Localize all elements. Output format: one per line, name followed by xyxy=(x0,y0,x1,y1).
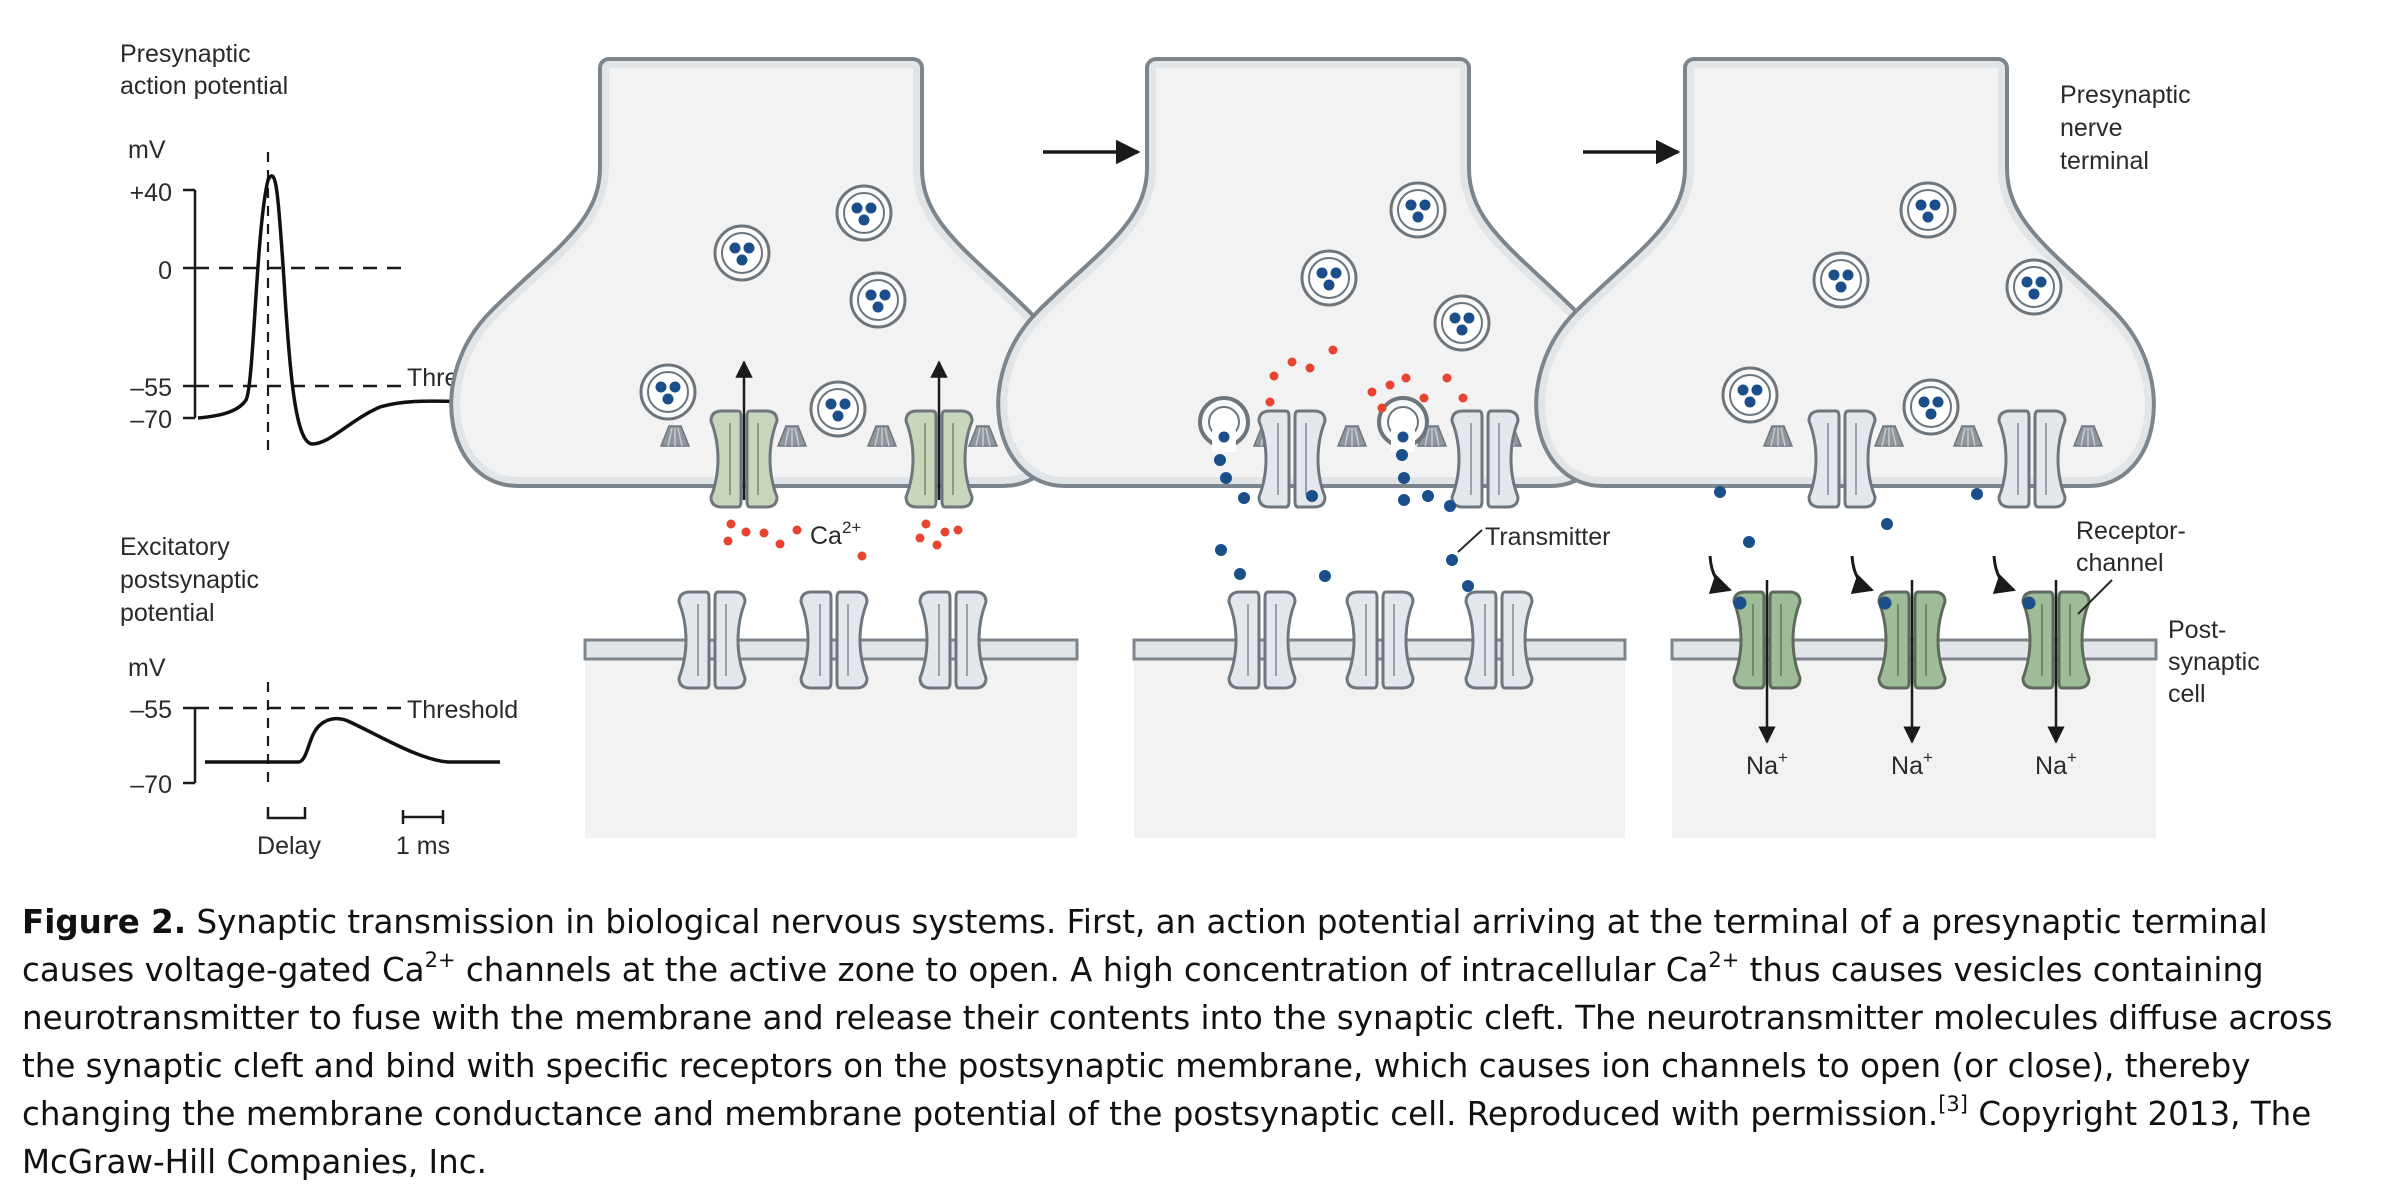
ap-axis xyxy=(183,188,197,420)
ap-tick-label: 0 xyxy=(158,257,172,285)
sodium-label: Na+ xyxy=(1746,748,1788,780)
binding-arrows xyxy=(1708,555,2016,594)
transmitter-molecules xyxy=(1214,449,1474,592)
postsynaptic-cell-label-line2: synaptic xyxy=(2168,648,2260,676)
vesicle xyxy=(2005,258,2063,316)
ap-tick-label: +40 xyxy=(130,179,172,207)
vesicle xyxy=(639,363,697,421)
caption-text: Synaptic transmission in biological nerv… xyxy=(22,903,2268,989)
epsp-title-line2: postsynaptic xyxy=(120,566,259,594)
synaptic-transmission-figure: Presynaptic action potential mV +40 0 –5… xyxy=(120,40,2260,860)
caption-reference: [3] xyxy=(1938,1092,1968,1117)
delay-bracket xyxy=(266,807,307,820)
vesicle xyxy=(1812,251,1870,309)
receptor-channel-label-line2: channel xyxy=(2076,549,2164,577)
epsp-title-line3: potential xyxy=(120,599,215,627)
ap-trace xyxy=(197,174,506,446)
presynaptic-terminal-label-line3: terminal xyxy=(2060,147,2149,175)
vesicle xyxy=(809,380,867,438)
presynaptic-terminal-label-line2: nerve xyxy=(2060,114,2123,142)
caption-superscript: 2+ xyxy=(1708,948,1740,973)
transmitter-molecules xyxy=(1714,486,1983,548)
epsp-threshold-label: Threshold xyxy=(407,696,518,724)
bound-transmitter xyxy=(1733,596,2036,610)
vesicle xyxy=(1721,366,1779,424)
stage-2-panel: Transmitter xyxy=(1007,68,1627,838)
sodium-influx-arrows xyxy=(1758,580,2065,744)
epsp-tick-label: –70 xyxy=(130,771,172,799)
epsp-trace xyxy=(205,716,500,764)
transmitter-leader-line xyxy=(1457,529,1483,553)
fusing-vesicle xyxy=(1198,396,1250,452)
transmitter-label: Transmitter xyxy=(1485,523,1610,551)
caption-text: channels at the active zone to open. A h… xyxy=(455,951,1709,989)
ap-tick-label: –55 xyxy=(130,374,172,402)
vesicle xyxy=(849,271,907,329)
stage-1-panel: Ca2+ xyxy=(460,68,1079,838)
postsynaptic-cell-label-line3: cell xyxy=(2168,680,2206,708)
scale-label: 1 ms xyxy=(396,832,450,860)
delay-label: Delay xyxy=(257,832,321,860)
ap-title-line1: Presynaptic xyxy=(120,40,251,68)
presynaptic-terminal-label-line1: Presynaptic xyxy=(2060,81,2191,109)
ap-title-line2: action potential xyxy=(120,72,288,100)
stage-3-panel: Na+ Na+ Na+ Receptor- channel Presynapti… xyxy=(1545,68,2260,838)
receptor-channel-label-line1: Receptor- xyxy=(2076,517,2186,545)
sodium-label: Na+ xyxy=(1891,748,1933,780)
vesicle xyxy=(1433,294,1491,352)
fusing-vesicle xyxy=(1377,396,1429,452)
calcium-ions xyxy=(1265,345,1468,413)
postsynaptic-cell xyxy=(1134,640,1625,838)
vesicle xyxy=(1300,249,1358,307)
vesicle xyxy=(1899,181,1957,239)
figure-caption-label: Figure 2. xyxy=(22,903,187,941)
calcium-ions xyxy=(723,519,963,561)
epsp-title-line1: Excitatory xyxy=(120,533,230,561)
vesicle xyxy=(1389,181,1447,239)
epsp-panel: Excitatory postsynaptic potential mV –55… xyxy=(120,533,518,860)
caption-text: thus causes vesicles containing neurotra… xyxy=(22,951,2333,1133)
receptor-leader-line xyxy=(2077,579,2113,615)
vesicle xyxy=(1902,378,1960,436)
ap-unit-label: mV xyxy=(128,136,166,164)
epsp-tick-label: –55 xyxy=(130,696,172,724)
epsp-unit-label: mV xyxy=(128,654,166,682)
caption-superscript: 2+ xyxy=(424,948,456,973)
figure-caption: Figure 2. Synaptic transmission in biolo… xyxy=(22,898,2382,1186)
postsynaptic-membrane xyxy=(1132,638,1627,661)
epsp-axis xyxy=(183,706,197,785)
ap-tick-label: –70 xyxy=(130,406,172,434)
scale-bar xyxy=(401,810,445,824)
sodium-label: Na+ xyxy=(2035,748,2077,780)
vesicle xyxy=(713,224,771,282)
calcium-label: Ca2+ xyxy=(810,518,861,550)
postsynaptic-cell-label-line1: Post- xyxy=(2168,616,2226,644)
vesicle xyxy=(835,184,893,242)
